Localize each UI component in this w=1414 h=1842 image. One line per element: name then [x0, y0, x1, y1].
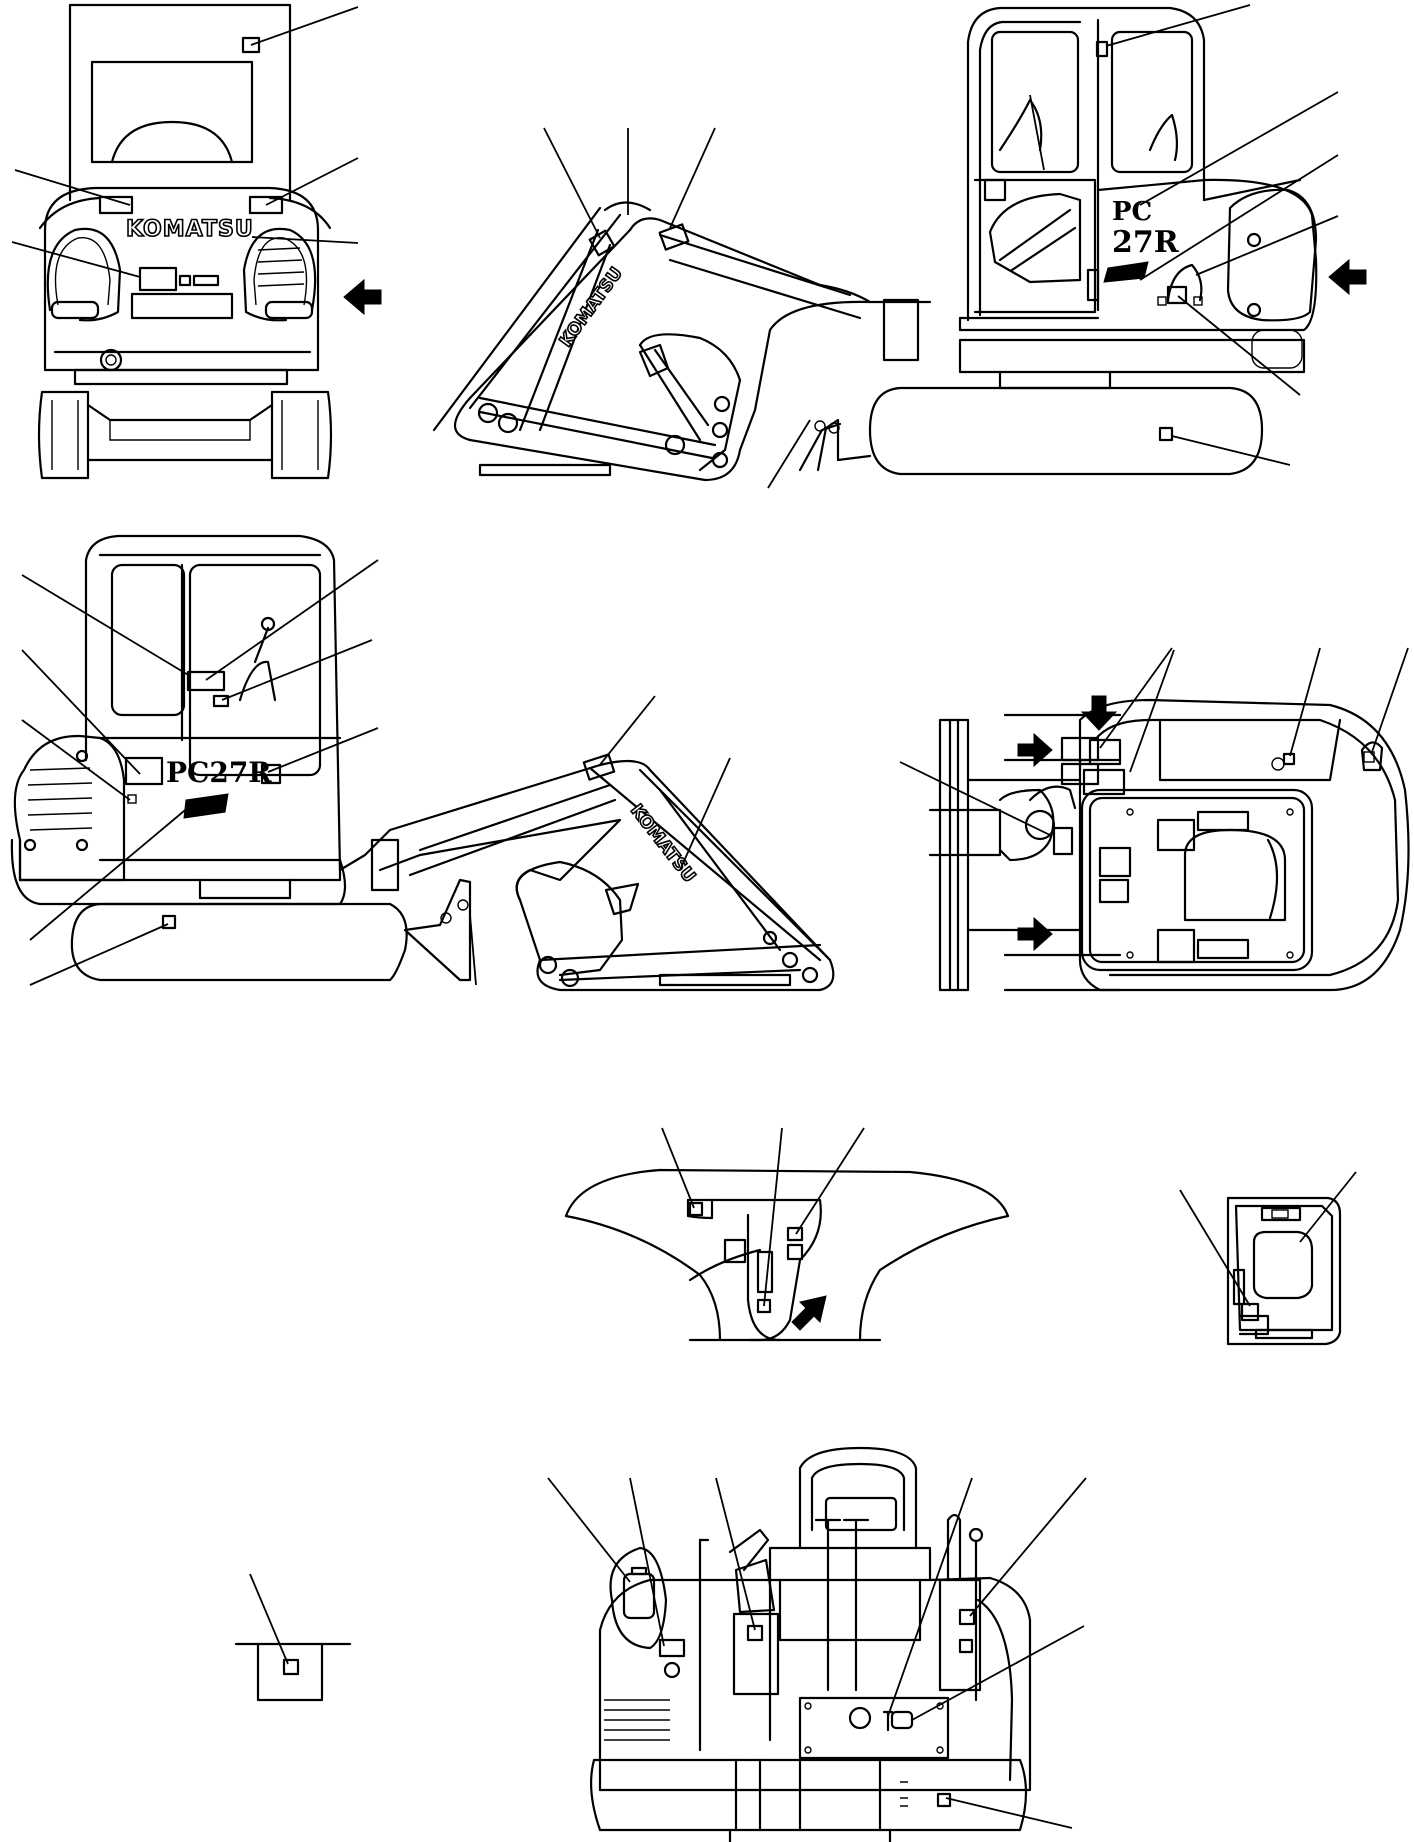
- top-view: [899, 647, 1410, 992]
- right-side-view: PC 27R: [432, 4, 1367, 489]
- right-model-text-number: 27R: [1112, 225, 1180, 260]
- left-boom-brand-logo: KOMATSU: [626, 801, 699, 887]
- operator-canopy-underside-view: [564, 1127, 1010, 1342]
- left-side-view: PC27R KOMATSU: [10, 534, 835, 992]
- left-model-text: PC27R: [166, 756, 272, 789]
- right-side-arm: KOMATSU: [432, 201, 932, 482]
- front-view: KOMATSU: [11, 3, 382, 480]
- right-boom-brand-logo: KOMATSU: [556, 264, 627, 351]
- operator-seat-view: [547, 1446, 1087, 1842]
- small-plate-detail-view: [234, 1573, 352, 1702]
- left-side-arm: KOMATSU: [338, 753, 835, 992]
- front-brand-logo: KOMATSU: [126, 217, 254, 242]
- door-panel-view: [1179, 1171, 1357, 1346]
